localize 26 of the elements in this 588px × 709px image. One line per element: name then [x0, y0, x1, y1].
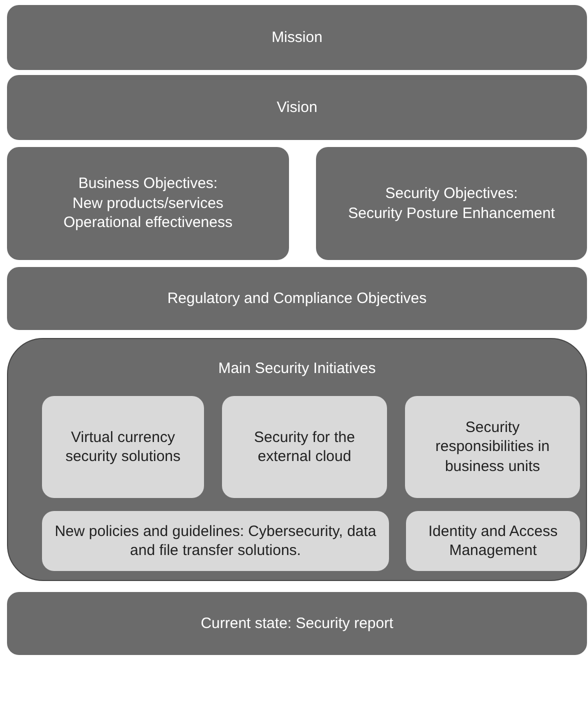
initiative-box: [222, 396, 387, 498]
initiatives-panel: [7, 338, 587, 581]
initiative-box: [42, 511, 389, 571]
initiative-box: [406, 511, 580, 571]
initiative-box: [405, 396, 580, 498]
box-label: Regulatory and Compliance Objectives: [167, 288, 427, 308]
box-label: Identity and Access Management: [427, 522, 559, 560]
box-label: Security Posture Enhancement: [348, 204, 555, 223]
mission-box: [7, 5, 587, 70]
initiative-box: [42, 396, 204, 498]
box-heading: Business Objectives:: [78, 174, 218, 194]
panel-title: Main Security Initiatives: [218, 359, 376, 378]
box-label: Current state: Security report: [200, 614, 394, 634]
box-label: Virtual currency security solutions: [64, 428, 182, 466]
box-label: New policies and guidelines: Cybersecurity, data and file transfer solutions.: [54, 522, 378, 560]
box-heading: Security Objectives:: [385, 184, 518, 204]
vision-box: [7, 75, 587, 140]
objectives-box: [7, 147, 289, 260]
box-label: Security for the external cloud: [253, 428, 356, 466]
box-label: Mission: [272, 28, 322, 48]
box-label: Vision: [276, 98, 318, 118]
objectives-box: [7, 267, 587, 330]
box-label: Security responsibilities in business units: [434, 418, 551, 476]
status-box: [7, 592, 587, 655]
objectives-box: [316, 147, 587, 260]
box-label: New products/services Operational effectiveness: [62, 194, 234, 233]
